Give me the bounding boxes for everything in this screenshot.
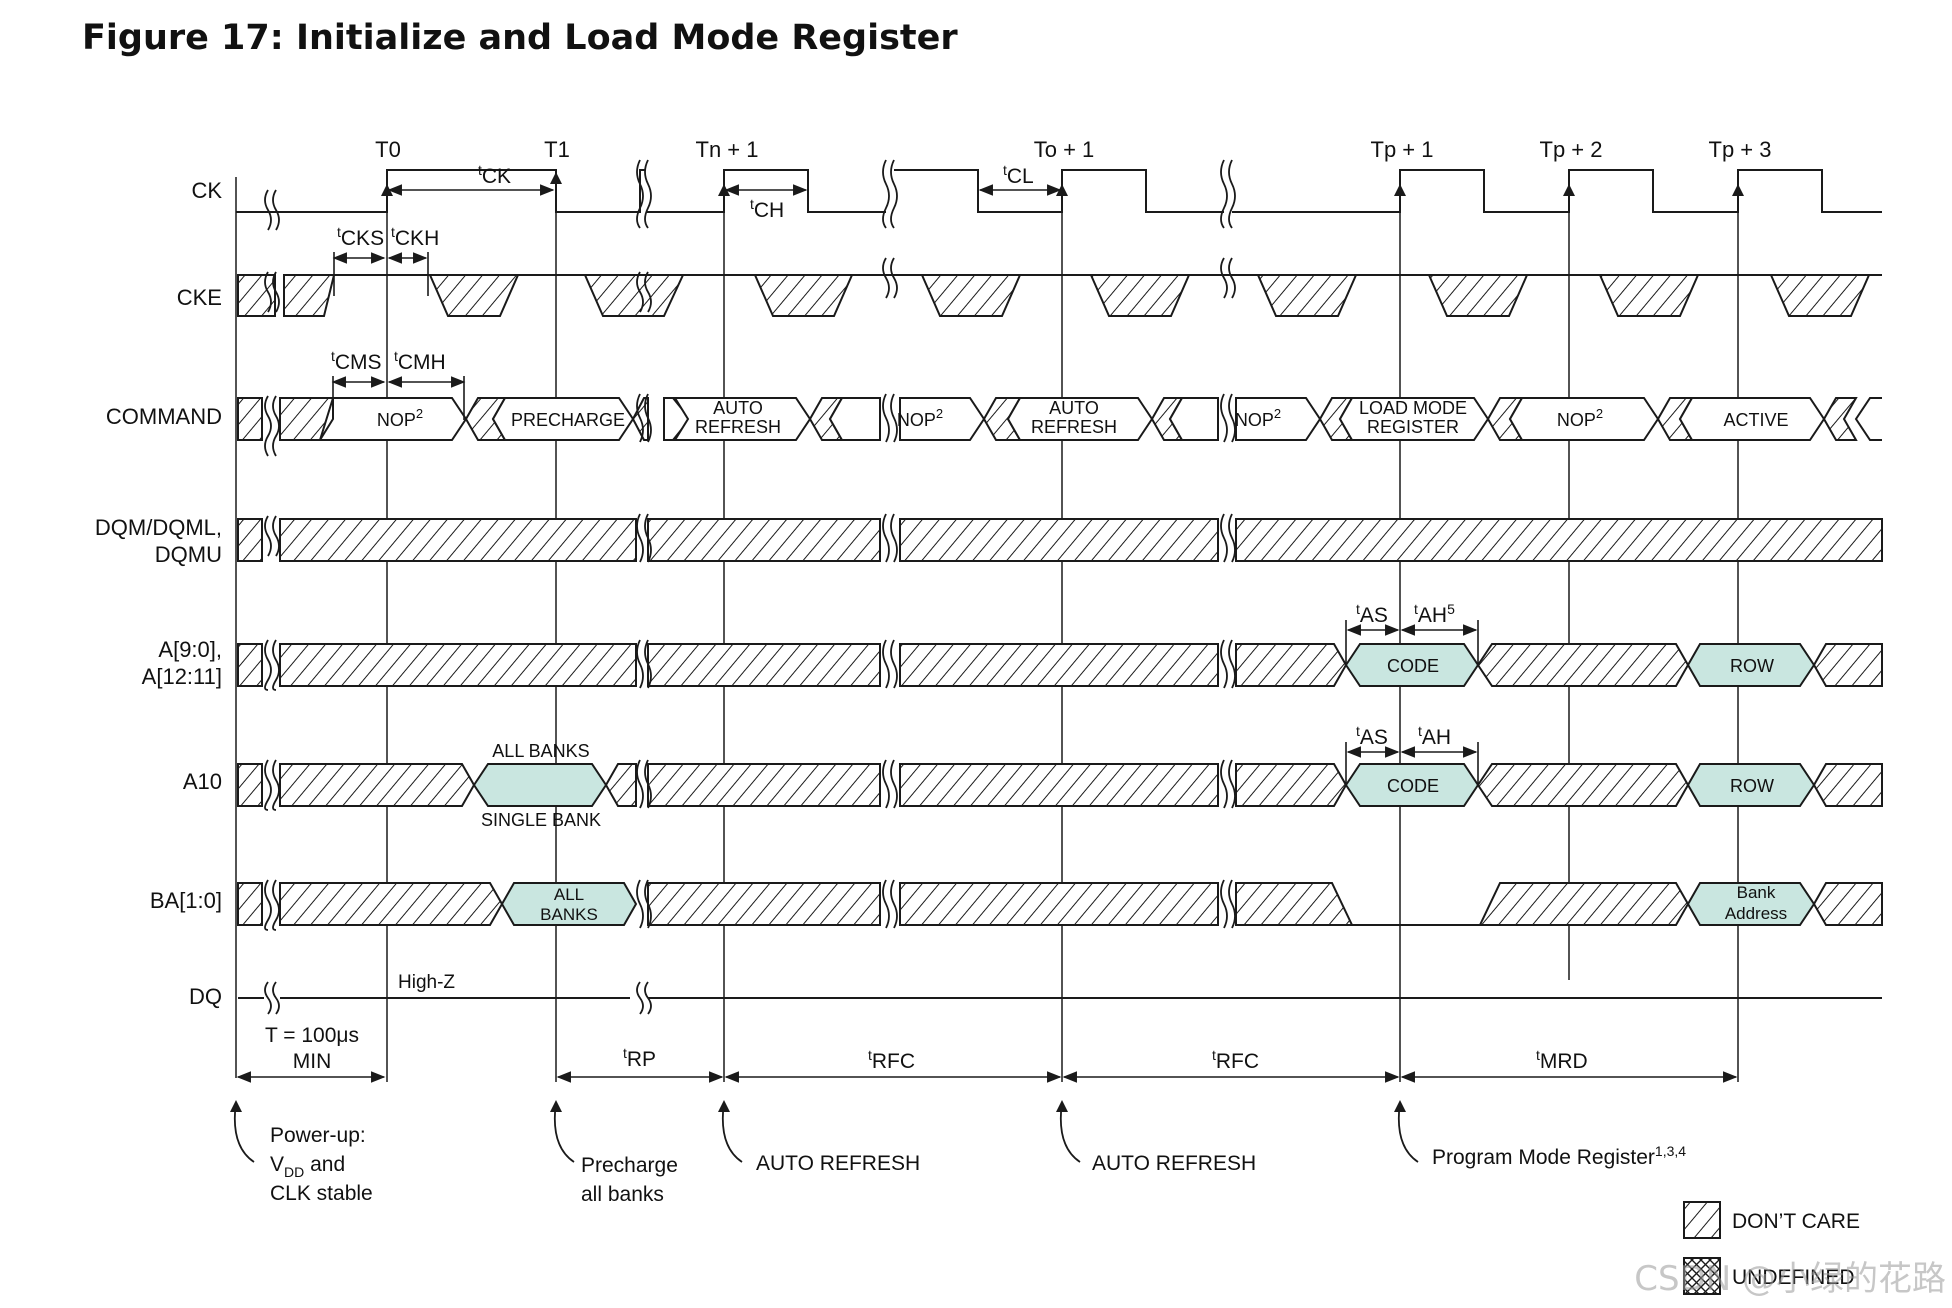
event-auto-refresh-2: AUTO REFRESH [1092, 1152, 1256, 1175]
a10-code: CODE [1387, 776, 1439, 796]
tck-label: tCK [478, 162, 511, 188]
event-powerup-line1: Power-up: [270, 1124, 366, 1147]
trfc-2-label: tRFC [1212, 1047, 1259, 1073]
legend-dont-care-swatch [1683, 1201, 1721, 1239]
event-powerup-line3: CLK stable [270, 1182, 373, 1205]
min-time-value: T = 100μs [265, 1024, 359, 1047]
tmrd-label: tMRD [1536, 1047, 1588, 1073]
event-pointer-heads [230, 1100, 1406, 1112]
tah-label: tAH5 [1414, 601, 1455, 627]
event-precharge-line2: all banks [581, 1183, 664, 1206]
event-powerup-line2: VDD and [270, 1153, 345, 1180]
a10-row: ROW [1730, 776, 1774, 796]
event-program-mode: Program Mode Register1,3,4 [1432, 1143, 1686, 1169]
legend-undefined-label: UNDEFINED [1732, 1266, 1855, 1289]
ba-bus [237, 882, 1883, 926]
ck-rising-edge-arrows [381, 172, 1744, 196]
signal-ba-label: BA[1:0] [150, 888, 222, 913]
legend-undefined-swatch [1683, 1257, 1721, 1295]
edge-t0-label: T0 [375, 137, 401, 162]
cmd-nop-2: NOP2 [897, 406, 943, 430]
signal-dq-label: DQ [189, 984, 222, 1009]
ba-banks: BANKS [540, 905, 598, 924]
signal-ck-label: CK [191, 178, 222, 203]
legend: DON’T CARE UNDEFINED [1683, 1201, 1860, 1295]
tckh-label: tCKH [391, 224, 439, 250]
tah-a10-label: tAH [1418, 723, 1451, 749]
cmd-load-mode-line2: REGISTER [1367, 417, 1459, 437]
address-bus [237, 643, 1883, 687]
ba-labels: ALL BANKS Bank Address [540, 883, 1787, 924]
tch-label: tCH [750, 196, 784, 222]
cmd-active: ACTIVE [1723, 410, 1788, 430]
signal-dqm-label: DQM/DQML, [95, 515, 222, 540]
signal-names: CK CKE COMMAND DQM/DQML, DQMU A[9:0], A[… [95, 178, 222, 1009]
timing-arrows [236, 184, 1738, 1083]
trfc-1-label: tRFC [868, 1047, 915, 1073]
dqm-waveform [237, 518, 1883, 562]
tcms-label: tCMS [331, 348, 382, 374]
event-labels: Power-up: VDD and CLK stable Precharge a… [270, 1124, 1686, 1206]
trp-label: tRP [623, 1045, 656, 1071]
event-precharge-line1: Precharge [581, 1154, 678, 1177]
command-bus [237, 397, 1882, 441]
cmd-precharge: PRECHARGE [511, 410, 625, 430]
cmd-auto-refresh-1-line2: REFRESH [695, 417, 781, 437]
legend-dont-care-label: DON’T CARE [1732, 1210, 1860, 1233]
edge-tn1-label: Tn + 1 [696, 137, 759, 162]
edge-tp1-label: Tp + 1 [1371, 137, 1434, 162]
address-code: CODE [1387, 656, 1439, 676]
cmd-auto-refresh-2-line1: AUTO [1049, 398, 1099, 418]
cmd-nop-3: NOP2 [1235, 406, 1281, 430]
cke-waveform [237, 274, 1882, 317]
command-labels: NOP2 PRECHARGE AUTO REFRESH NOP2 AUTO RE… [377, 398, 1789, 437]
timing-labels: tCK tCKS tCKH tCH tCL tCMS tCMH tAS tAH5… [331, 162, 1588, 1073]
dq-high-z: High-Z [398, 972, 455, 993]
edge-to1-label: To + 1 [1034, 137, 1095, 162]
a10-labels: ALL BANKS SINGLE BANK CODE ROW [481, 741, 1774, 830]
clock-edge-labels: T0 T1 Tn + 1 To + 1 Tp + 1 Tp + 2 Tp + 3 [375, 137, 1771, 162]
tcmh-label: tCMH [394, 348, 446, 374]
tcks-label: tCKS [337, 224, 384, 250]
ba-address: Address [1725, 904, 1787, 923]
signal-cke-label: CKE [177, 285, 222, 310]
min-time-min: MIN [293, 1050, 332, 1073]
ba-bank: Bank [1737, 883, 1776, 902]
tcl-label: tCL [1003, 162, 1034, 188]
clock-edge-reference-lines [235, 177, 1739, 1082]
figure-title: Figure 17: Initialize and Load Mode Regi… [82, 18, 958, 58]
cmd-auto-refresh-2-line2: REFRESH [1031, 417, 1117, 437]
cmd-nop-4: NOP2 [1557, 406, 1603, 430]
ba-all: ALL [554, 885, 584, 904]
signal-a-high-label: A[12:11] [142, 664, 222, 689]
a10-bus [237, 763, 1883, 807]
address-row: ROW [1730, 656, 1774, 676]
a10-all-banks: ALL BANKS [492, 741, 589, 761]
watermark: CSDN @小绿的花路 [1634, 1259, 1946, 1299]
event-auto-refresh-1: AUTO REFRESH [756, 1152, 920, 1175]
signal-command-label: COMMAND [106, 404, 222, 429]
tas-a10-label: tAS [1356, 723, 1388, 749]
address-labels: CODE ROW [1387, 656, 1774, 676]
min-time-label: T = 100μs MIN [265, 1024, 359, 1073]
a10-single-bank: SINGLE BANK [481, 810, 601, 830]
cmd-auto-refresh-1-line1: AUTO [713, 398, 763, 418]
tas-label: tAS [1356, 601, 1388, 627]
edge-tp2-label: Tp + 2 [1540, 137, 1603, 162]
break-marks [264, 159, 1236, 1015]
signal-a-label: A[9:0], [158, 637, 222, 662]
edge-tp3-label: Tp + 3 [1709, 137, 1772, 162]
signal-dqmu-label: DQMU [155, 542, 222, 567]
edge-t1-label: T1 [544, 137, 570, 162]
cmd-load-mode-line1: LOAD MODE [1359, 398, 1467, 418]
signal-a10-label: A10 [183, 769, 222, 794]
cmd-nop-1: NOP2 [377, 406, 423, 430]
